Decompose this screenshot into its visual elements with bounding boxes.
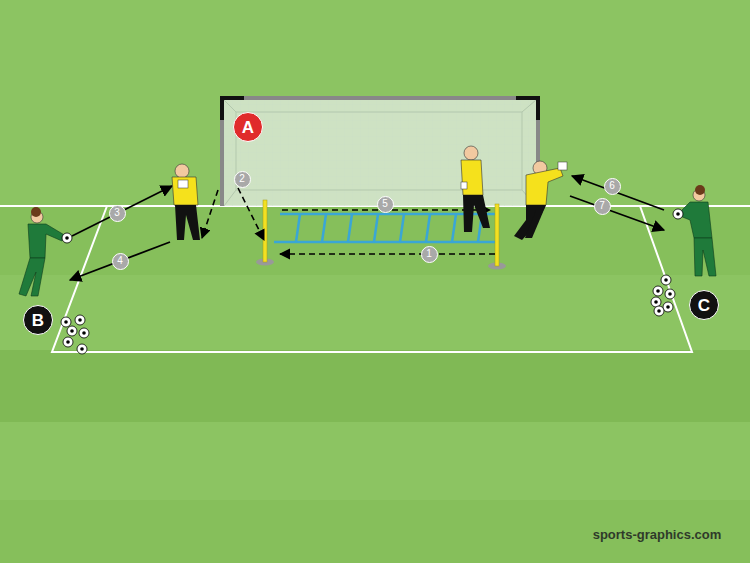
callout-number: 2 — [239, 174, 245, 184]
callout-number: 7 — [599, 201, 605, 211]
callout-circle: 5 — [377, 196, 394, 213]
callout-circle: 4 — [112, 253, 129, 270]
ball-paths — [70, 176, 664, 280]
coach-marker: B — [23, 305, 53, 335]
watermark-text: sports-graphics.com — [593, 528, 722, 541]
goalkeeper — [461, 146, 490, 232]
run-lines — [202, 188, 495, 254]
coach — [19, 207, 66, 296]
callout-number: 4 — [117, 256, 123, 266]
agility-ladder — [274, 214, 497, 242]
marker-letter: B — [32, 312, 44, 329]
callout-number: 5 — [382, 199, 388, 209]
goal — [222, 98, 538, 206]
callout-number: 6 — [609, 181, 615, 191]
goalkeeper — [514, 161, 567, 240]
marker-letter: C — [698, 297, 710, 314]
watermark: sports-graphics.com — [591, 525, 724, 543]
callout-circle: 2 — [234, 171, 251, 188]
callout-circle: 6 — [604, 178, 621, 195]
callout-circle: 3 — [109, 205, 126, 222]
marker-letter: A — [242, 119, 254, 136]
coach — [680, 185, 716, 276]
ball-piles — [61, 275, 675, 354]
callout-number: 3 — [114, 208, 120, 218]
callout-number: 1 — [426, 249, 432, 259]
goalkeeper — [172, 164, 200, 240]
team-marker: A — [233, 112, 263, 142]
field-lines — [0, 206, 750, 352]
coach-marker: C — [689, 290, 719, 320]
callout-circle: 7 — [594, 198, 611, 215]
callout-circle: 1 — [421, 246, 438, 263]
